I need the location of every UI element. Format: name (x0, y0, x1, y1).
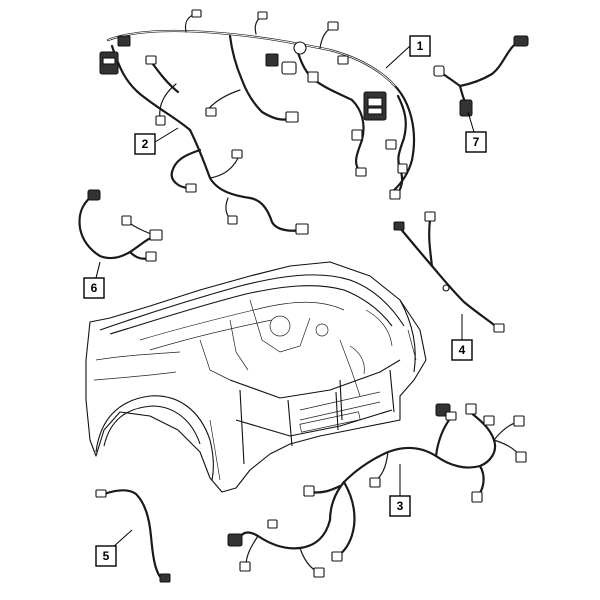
callout-5-label: 5 (103, 549, 110, 563)
callout-6: 6 (83, 277, 105, 299)
cable-part-5 (95, 489, 171, 583)
leader-lines (95, 45, 475, 549)
cable-part-4 (393, 211, 505, 333)
callout-2: 2 (134, 133, 156, 155)
callout-2-label: 2 (142, 137, 149, 151)
callout-3: 3 (389, 495, 411, 517)
leader-2 (154, 127, 179, 143)
callout-3-label: 3 (397, 499, 404, 513)
leader-1 (385, 45, 411, 69)
callout-4-label: 4 (459, 343, 466, 357)
callout-4: 4 (451, 339, 473, 361)
harness-part-6 (78, 189, 163, 262)
callout-7: 7 (465, 131, 487, 153)
vehicle-front-body (85, 261, 427, 493)
leader-6 (95, 261, 101, 279)
callout-6-label: 6 (91, 281, 98, 295)
callout-5: 5 (95, 545, 117, 567)
front-harness-part-3 (227, 403, 527, 578)
callout-1-label: 1 (417, 39, 424, 53)
callout-1: 1 (409, 35, 431, 57)
dash-wiring-harness (99, 9, 416, 235)
cable-part-7 (433, 35, 529, 117)
callout-7-label: 7 (473, 135, 480, 149)
leader-7 (467, 111, 475, 133)
leader-5 (111, 529, 133, 549)
